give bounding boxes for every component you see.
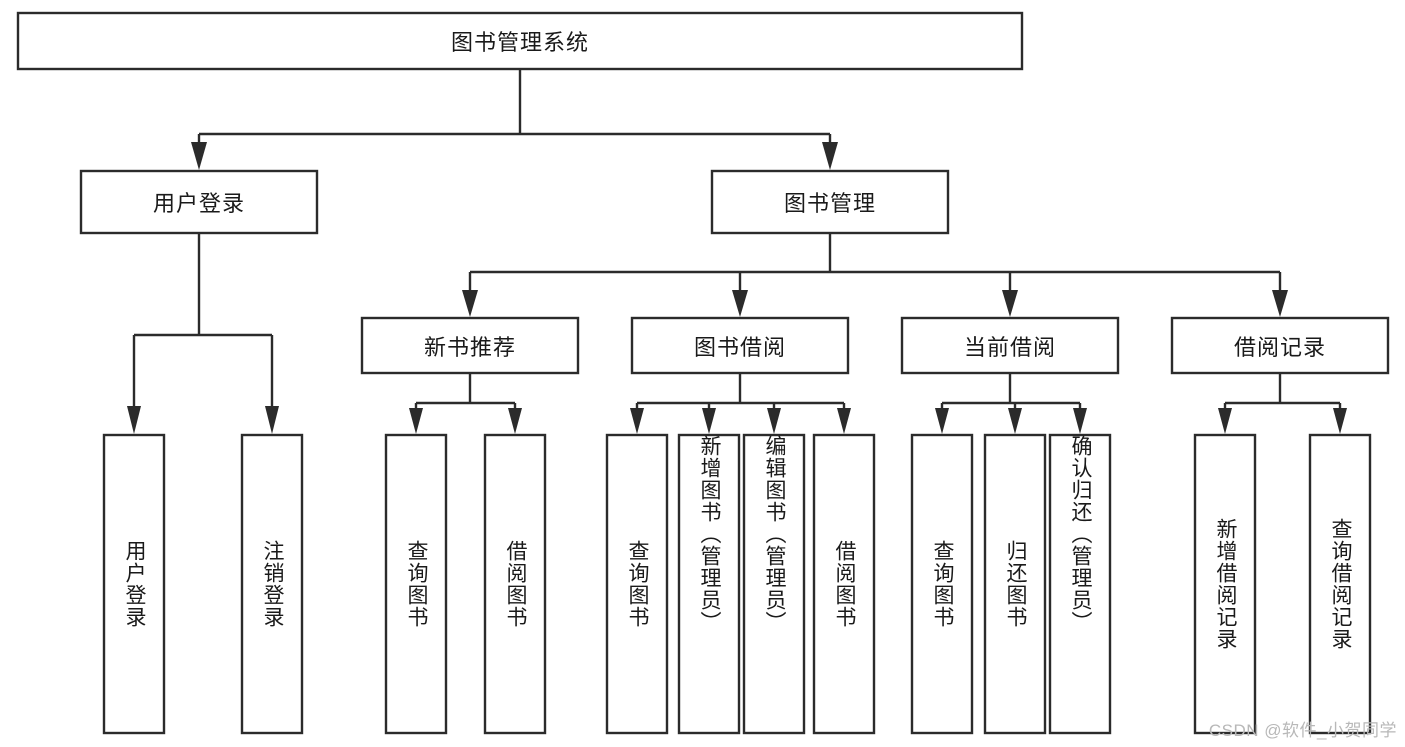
edge-group-book-mgmt	[462, 233, 1288, 317]
node-root[interactable]	[16, 11, 1024, 71]
arrowhead-leaf-query-book-3	[935, 408, 949, 434]
arrowhead-leaf-logout	[265, 406, 279, 434]
leaf-query-borrow-record[interactable]	[1308, 433, 1372, 735]
arrowhead-borrow-record	[1272, 290, 1288, 317]
leaf-confirm-return-admin[interactable]	[1048, 433, 1112, 735]
edge-group-root	[191, 69, 838, 170]
arrowhead-user-login	[191, 142, 207, 170]
arrowhead-leaf-user-login	[127, 406, 141, 434]
edge-group-borrow-record	[1218, 373, 1347, 434]
edge-group-new-book-rec	[409, 373, 522, 434]
edge-group-current-borrow	[935, 373, 1087, 434]
leaf-user-login[interactable]	[102, 433, 166, 735]
leaf-logout[interactable]	[240, 433, 304, 735]
arrowhead-current-borrow	[1002, 290, 1018, 317]
node-book-management[interactable]	[710, 169, 950, 235]
csdn-watermark: CSDN @软件_小贺同学	[1208, 721, 1397, 740]
arrowhead-leaf-borrow-book-2	[837, 408, 851, 434]
arrowhead-book-borrow	[732, 290, 748, 317]
leaf-query-book-current[interactable]	[910, 433, 974, 735]
arrowhead-leaf-add-book	[702, 408, 716, 434]
leaf-borrow-book-borrow[interactable]	[812, 433, 876, 735]
arrowhead-leaf-query-book-2	[630, 408, 644, 434]
leaf-query-book-newbook[interactable]	[384, 433, 448, 735]
arrowhead-leaf-confirm-return	[1073, 408, 1087, 434]
node-current-borrow[interactable]	[900, 316, 1120, 375]
leaf-borrow-book-newbook[interactable]	[483, 433, 547, 735]
node-new-book-recommend[interactable]	[360, 316, 580, 375]
arrowhead-book-mgmt	[822, 142, 838, 170]
node-user-login[interactable]	[79, 169, 319, 235]
arrowhead-leaf-query-book-1	[409, 408, 423, 434]
edge-group-book-borrow	[630, 373, 851, 434]
leaf-return-book[interactable]	[983, 433, 1047, 735]
arrowhead-leaf-return-book	[1008, 408, 1022, 434]
leaf-add-book-admin[interactable]	[677, 433, 741, 735]
arrowhead-leaf-query-record	[1333, 408, 1347, 434]
edge-group-user-login	[127, 233, 279, 434]
node-book-borrow[interactable]	[630, 316, 850, 375]
arrowhead-leaf-edit-book	[767, 408, 781, 434]
node-borrow-record[interactable]	[1170, 316, 1390, 375]
leaf-query-book-borrow[interactable]	[605, 433, 669, 735]
arrowhead-leaf-borrow-book-1	[508, 408, 522, 434]
arrowhead-new-book-rec	[462, 290, 478, 317]
arrowhead-leaf-add-record	[1218, 408, 1232, 434]
leaf-edit-book-admin[interactable]	[742, 433, 806, 735]
leaf-add-borrow-record[interactable]	[1193, 433, 1257, 735]
